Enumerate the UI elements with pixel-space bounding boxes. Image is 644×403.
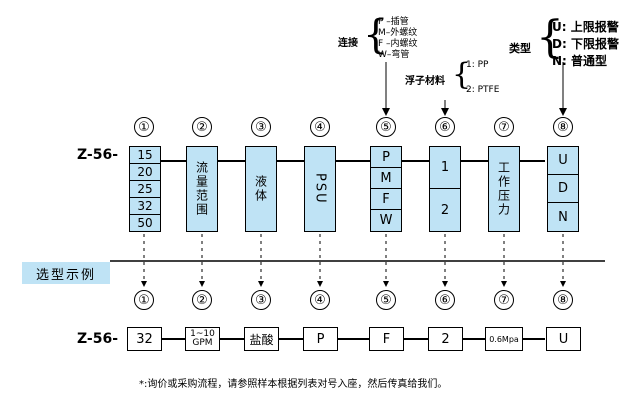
pressure-box: 工作压力 xyxy=(488,146,520,232)
flow-size-cell: 15 xyxy=(130,147,160,164)
connection-label: 连接 xyxy=(338,38,358,49)
position-number: ⑧ xyxy=(553,290,573,310)
type-code-cell: U xyxy=(548,147,578,175)
liquid-label: 液体 xyxy=(253,175,268,203)
position-number: ⑥ xyxy=(435,117,455,137)
example-value-flow-range: 1~10 GPM xyxy=(185,327,220,351)
position-number: ③ xyxy=(251,117,271,137)
position-number: ② xyxy=(192,117,212,137)
position-number: ⑤ xyxy=(376,290,396,310)
flow-size-cell: 25 xyxy=(130,181,160,198)
flow-size-column: 15 20 25 32 50 xyxy=(129,146,161,232)
position-number: ⑦ xyxy=(494,290,514,310)
example-value-flow-size: 32 xyxy=(127,327,162,351)
connection-code-cell: M xyxy=(371,168,401,189)
connection-option: P –插管 xyxy=(378,17,409,27)
float-brace-icon: { xyxy=(452,57,472,92)
connection-code-cell: W xyxy=(379,213,393,228)
flow-size-cell: 32 xyxy=(130,198,160,215)
position-number: ③ xyxy=(251,290,271,310)
example-model-prefix: Z-56- xyxy=(77,331,119,347)
liquid-box: 液体 xyxy=(245,146,277,232)
example-title-badge: 选型示例 xyxy=(22,262,110,284)
type-brace-icon: { xyxy=(536,12,564,63)
type-option: N: 普通型 xyxy=(552,54,608,68)
footer-note: *:询价或采购流程，请参照样本根据列表对号入座，然后传真给我们。 xyxy=(139,379,448,390)
type-code-cell: N xyxy=(558,209,568,225)
position-number: ⑦ xyxy=(494,117,514,137)
float-material-label: 浮子材料 xyxy=(405,76,445,87)
float-code-cell: 2 xyxy=(440,202,450,218)
connection-code-cell: P xyxy=(371,147,401,168)
connection-code-cell: F xyxy=(371,189,401,210)
type-option: D: 下限报警 xyxy=(552,37,619,51)
position-number: ⑧ xyxy=(553,117,573,137)
float-option: 2: PTFE xyxy=(466,85,500,95)
example-title: 选型示例 xyxy=(35,267,96,283)
position-number: ⑤ xyxy=(376,117,396,137)
position-number: ① xyxy=(134,117,154,137)
position-number: ① xyxy=(134,290,154,310)
flow-size-cell: 50 xyxy=(137,216,153,230)
example-value-pressure: 0.6Mpa xyxy=(485,327,523,351)
float-option: 1: PP xyxy=(466,60,489,70)
example-value-connection: F xyxy=(369,327,404,351)
flow-range-label: 流量范围 xyxy=(194,161,209,217)
pressure-label: 工作压力 xyxy=(496,161,511,217)
type-option: U: 上限报警 xyxy=(552,20,619,34)
position-number: ⑥ xyxy=(435,290,455,310)
connection-option: M–外螺纹 xyxy=(378,28,418,38)
type-code-cell: D xyxy=(548,175,578,203)
flow-range-box: 流量范围 xyxy=(186,146,218,232)
type-options: U: 上限报警 D: 下限报警 N: 普通型 xyxy=(552,19,619,70)
example-value-liquid: 盐酸 xyxy=(244,327,279,351)
type-label: 类型 xyxy=(509,42,531,55)
example-value-type: U xyxy=(546,327,581,351)
connection-options: P –插管 M–外螺纹 F –内螺纹 W–弯管 xyxy=(378,17,418,61)
position-number: ④ xyxy=(310,290,330,310)
connection-code-column: P M F W xyxy=(370,146,402,232)
position-number: ② xyxy=(192,290,212,310)
example-value-float: 2 xyxy=(428,327,463,351)
flow-size-cell: 20 xyxy=(130,164,160,181)
example-value-material: P xyxy=(303,327,338,351)
connection-option: W–弯管 xyxy=(378,50,410,60)
material-label: PSU xyxy=(312,173,328,205)
connection-option: F –内螺纹 xyxy=(378,39,418,49)
type-code-column: U D N xyxy=(547,146,579,232)
float-code-cell: 1 xyxy=(430,147,460,189)
material-box: PSU xyxy=(304,146,336,232)
position-number: ④ xyxy=(310,117,330,137)
model-prefix: Z-56- xyxy=(77,147,119,163)
connection-brace-icon: { xyxy=(363,12,389,58)
float-code-column: 1 2 xyxy=(429,146,461,232)
